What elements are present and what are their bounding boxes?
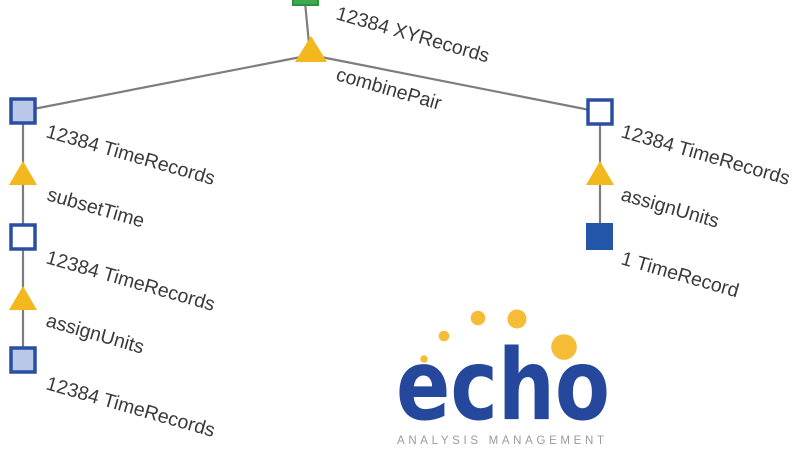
echo-logo: echo ANALYSIS MANAGEMENT: [396, 309, 610, 447]
echo-logo-dot-3: [470, 310, 486, 326]
xyrecords-root-node-green-square: [292, 0, 319, 6]
edge-combinepair-to-left-branch: [22, 55, 302, 113]
label-left-timerecords-2: 12384 TimeRecords: [44, 247, 218, 316]
echo-wordmark: echo: [396, 329, 610, 443]
echo-logo-dot-5: [551, 334, 577, 360]
label-left-assignunits: assignUnits: [44, 310, 147, 359]
right-timerecords-node: [586, 98, 614, 126]
edge-root-to-combinepair: [303, 1, 311, 45]
combinepair-operation-triangle-icon: [295, 36, 327, 62]
left-timerecords-node-3: [9, 346, 37, 374]
right-assignunits-operation-triangle-icon: [586, 161, 614, 185]
label-right-timerecord: 1 TimeRecord: [619, 248, 742, 303]
label-right-timerecords: 12384 TimeRecords: [619, 121, 793, 190]
left-timerecords-node-1: [9, 97, 37, 125]
label-subsettime: subsetTime: [45, 184, 147, 233]
label-left-timerecords-1: 12384 TimeRecords: [44, 121, 218, 190]
subsettime-operation-triangle-icon: [9, 161, 37, 185]
left-timerecords-node-2: [9, 223, 37, 251]
edge-combinepair-to-right-branch: [320, 55, 601, 114]
echo-logo-dot-4: [507, 309, 527, 329]
right-timerecord-node-solid-square: [586, 223, 613, 250]
echo-logo-dot-2: [438, 330, 450, 342]
label-root-xyrecords: 12384 XYRecords: [334, 3, 492, 68]
label-left-timerecords-3: 12384 TimeRecords: [44, 373, 218, 442]
echo-logo-dot-1: [420, 355, 428, 363]
left-assignunits-operation-triangle-icon: [9, 286, 37, 310]
label-right-assignunits: assignUnits: [619, 184, 722, 233]
